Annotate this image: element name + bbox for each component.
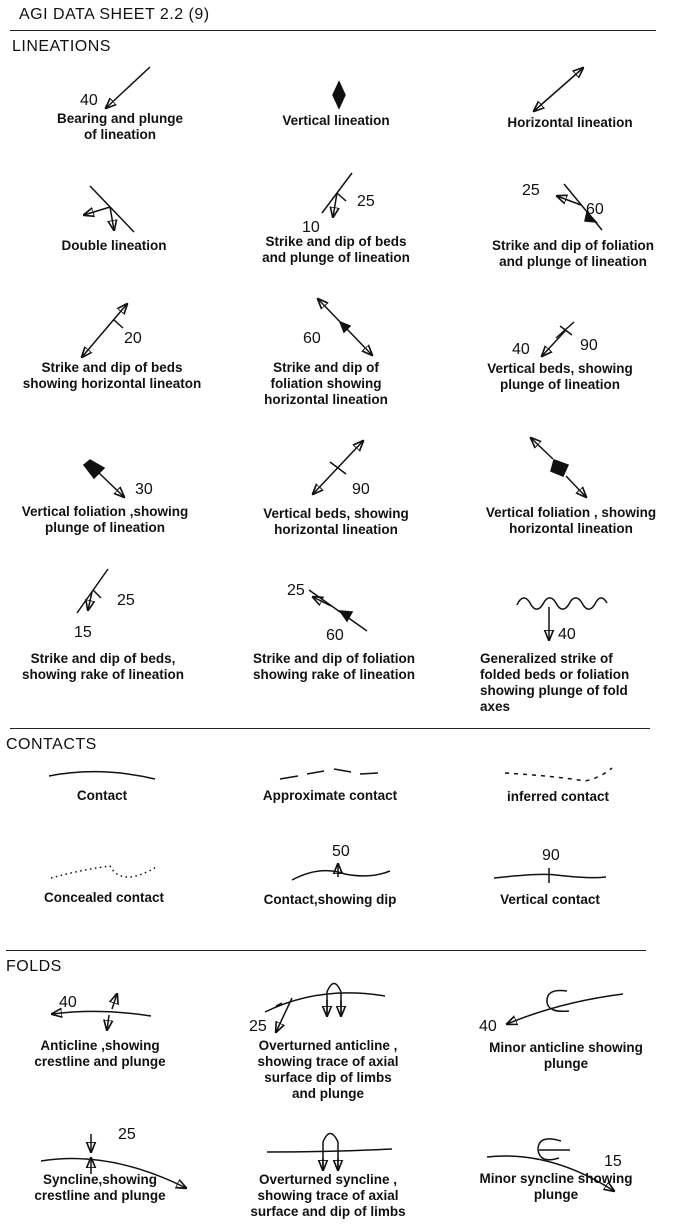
l6-number-b: 60 (586, 201, 604, 218)
vertical-lineation-symbol (332, 80, 346, 110)
l14-number-b: 60 (326, 627, 344, 644)
f1-caption: Anticline ,showing crestline and plunge (34, 1038, 166, 1069)
c4-caption: Concealed contact (43, 890, 165, 905)
l5-number-a: 25 (357, 193, 375, 210)
f3-number: 40 (479, 1018, 497, 1035)
c3-caption: inferred contact (506, 789, 610, 804)
l11-number: 90 (352, 481, 370, 498)
double-lineation-symbol (84, 185, 135, 233)
overturned-syncline-symbol (266, 1132, 393, 1171)
l14-caption: Strike and dip of foliation showing rake… (252, 651, 416, 682)
f1-number: 40 (59, 994, 77, 1011)
l13-number-a: 25 (117, 592, 135, 609)
l14-number-a: 25 (287, 582, 305, 599)
l9-caption: Vertical beds, showing plunge of lineati… (487, 361, 633, 392)
inferred-contact-symbol (504, 767, 613, 782)
rule-contacts (10, 728, 650, 729)
beds-plunge-symbol (321, 172, 353, 217)
minor-syncline-symbol (486, 1138, 614, 1191)
contact-dip-symbol (291, 864, 391, 881)
l8-number: 60 (303, 330, 321, 347)
foliation-rake-symbol (308, 589, 368, 632)
bearing-plunge-symbol (106, 66, 151, 108)
l15-caption: Generalized strike of folded beds or fol… (480, 651, 630, 714)
generalized-strike-symbol (516, 597, 608, 640)
l9-number-a: 40 (512, 341, 530, 358)
l7-caption: Strike and dip of beds showing horizonta… (22, 360, 202, 391)
vertical-beds-horizontal-symbol (313, 441, 363, 494)
l7-number: 20 (124, 330, 142, 347)
syncline-symbol (40, 1134, 186, 1188)
l8-caption: Strike and dip of foliation showing hori… (264, 360, 388, 407)
f4-number: 25 (118, 1126, 136, 1143)
f6-number: 15 (604, 1153, 622, 1170)
l9-number-b: 90 (580, 337, 598, 354)
top-rule (10, 30, 656, 31)
c6-caption: Vertical contact (500, 892, 600, 907)
sheet-title: AGI DATA SHEET 2.2 (9) (19, 6, 210, 23)
minor-anticline-symbol (507, 989, 624, 1024)
foliation-horizontal-lineation-symbol (318, 299, 372, 355)
f2-number: 25 (249, 1018, 267, 1035)
section-folds-title: FOLDS (6, 958, 62, 975)
horizontal-lineation-symbol (534, 68, 583, 111)
rule-folds (6, 950, 646, 951)
l10-number: 30 (135, 481, 153, 498)
vertical-foliation-horizontal-symbol (531, 438, 586, 497)
c5-caption: Contact,showing dip (263, 892, 397, 907)
l15-number: 40 (558, 626, 576, 643)
l2-caption: Vertical lineation (282, 113, 390, 128)
section-lineations-title: LINEATIONS (12, 38, 111, 55)
concealed-contact-symbol (50, 865, 159, 879)
vertical-foliation-plunge-symbol (82, 459, 124, 497)
vertical-contact-symbol (493, 868, 607, 883)
f6-caption: Minor syncline showing plunge (479, 1171, 633, 1202)
c1-caption: Contact (76, 788, 128, 803)
foliation-plunge-symbol (557, 183, 603, 231)
l1-number: 40 (80, 92, 98, 109)
l5-caption: Strike and dip of beds and plunge of lin… (262, 234, 410, 265)
anticline-symbol (52, 994, 152, 1030)
l11-caption: Vertical beds, showing horizontal lineat… (263, 506, 409, 537)
contact-symbol (48, 770, 156, 780)
overturned-anticline-symbol (264, 982, 386, 1033)
l6-caption: Strike and dip of foliation and plunge o… (492, 238, 654, 269)
c2-caption: Approximate contact (262, 788, 398, 803)
l12-caption: Vertical foliation , showing horizontal … (485, 505, 657, 536)
c5-number: 50 (332, 843, 350, 860)
l4-caption: Double lineation (61, 238, 167, 253)
f2-caption: Overturned anticline , showing trace of … (257, 1038, 399, 1101)
f4-caption: Syncline,showing crestline and plunge (34, 1172, 166, 1203)
beds-horizontal-lineation-symbol (82, 304, 127, 357)
approximate-contact-symbol (279, 768, 379, 780)
section-contacts-title: CONTACTS (6, 736, 97, 753)
l5-number-b: 10 (302, 219, 320, 236)
l3-caption: Horizontal lineation (507, 115, 633, 130)
f3-caption: Minor anticline showing plunge (489, 1040, 643, 1071)
c6-number: 90 (542, 847, 560, 864)
l13-caption: Strike and dip of beds, showing rake of … (21, 651, 185, 682)
vertical-beds-plunge-symbol (542, 321, 575, 356)
f5-caption: Overturned syncline , showing trace of a… (250, 1172, 406, 1219)
l1-caption: Bearing and plunge of lineation (56, 111, 183, 142)
l10-caption: Vertical foliation ,showing plunge of li… (21, 504, 189, 535)
l13-number-b: 15 (74, 624, 92, 641)
beds-rake-symbol (76, 568, 109, 614)
l6-number-a: 25 (522, 182, 540, 199)
